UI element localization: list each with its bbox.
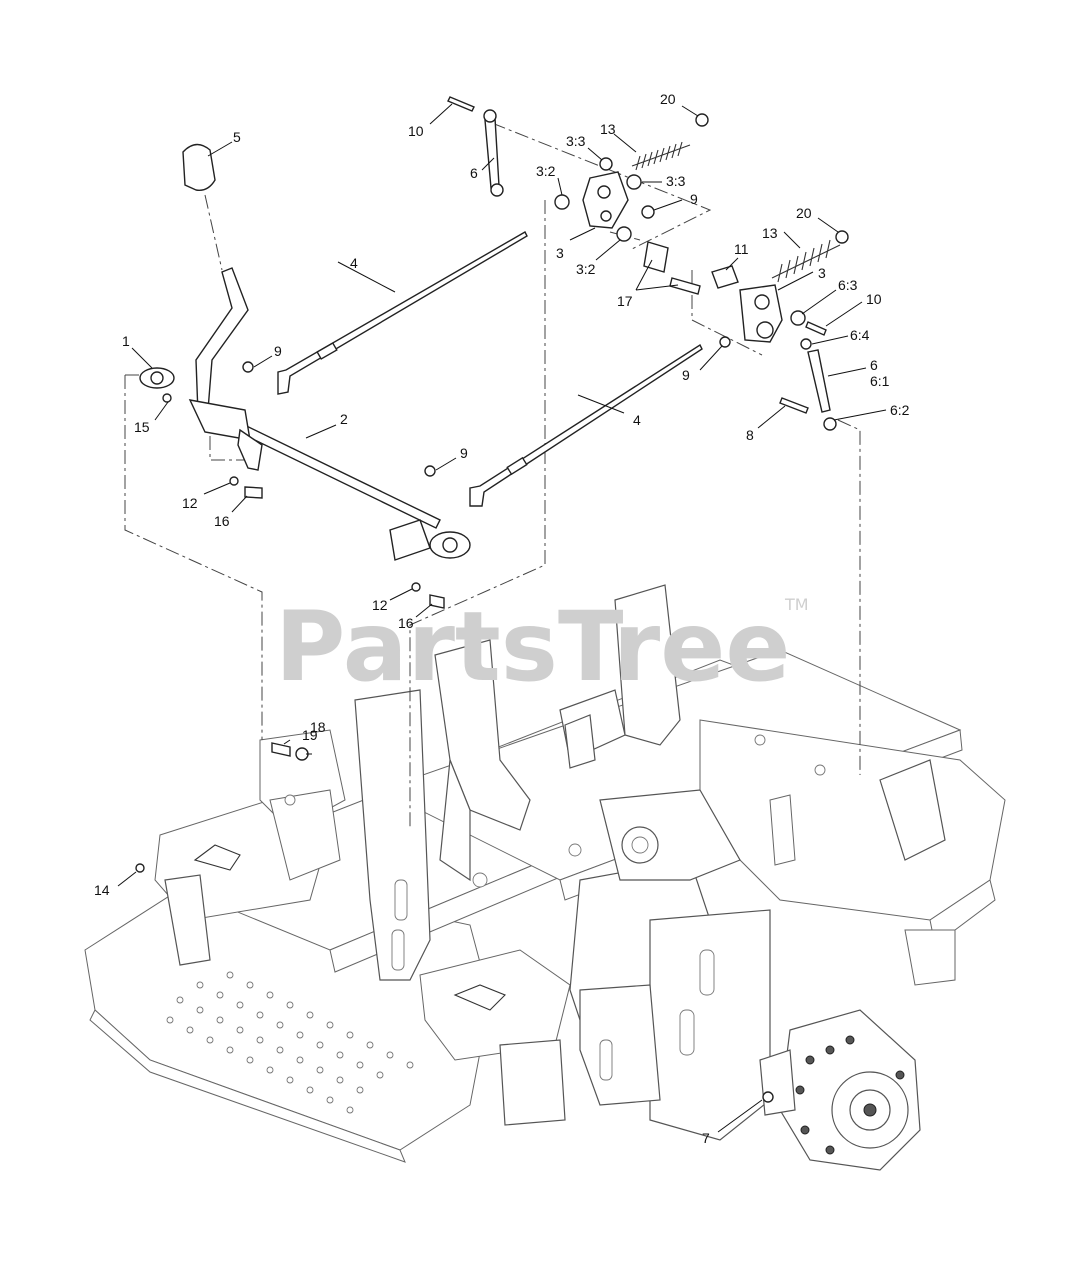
callout-9-upper: 9 <box>690 191 698 207</box>
nut-9-left-lower <box>424 465 436 477</box>
bushing-6-4 <box>800 338 812 350</box>
callout-3-3-left: 3:3 <box>566 133 586 149</box>
bushing-11 <box>711 265 739 289</box>
callout-17: 17 <box>617 293 633 309</box>
control-rod-lower <box>469 343 703 507</box>
callout-1: 1 <box>122 333 130 349</box>
callout-15: 15 <box>134 419 150 435</box>
bolt-8 <box>779 397 809 414</box>
callout-7: 7 <box>702 1130 710 1146</box>
callout-3-2-lower: 3:2 <box>576 261 596 277</box>
damper-link-right <box>807 349 837 431</box>
callout-3-right: 3 <box>818 265 826 281</box>
pedal-pad <box>182 143 216 191</box>
linkage-parts <box>135 96 849 1103</box>
callout-12-lower: 12 <box>372 597 388 613</box>
bellcrank-upper <box>582 171 629 229</box>
nut-7 <box>762 1091 774 1103</box>
bushing-3-2-b <box>616 226 632 242</box>
watermark-trademark: TM <box>784 595 809 614</box>
callout-6-1: 6:1 <box>870 373 890 389</box>
callout-6-3: 6:3 <box>838 277 858 293</box>
callout-5: 5 <box>233 129 241 145</box>
watermark-brand: PartsTree <box>275 591 790 703</box>
bearing-flange-right <box>429 531 471 559</box>
nut-20-b <box>835 230 849 244</box>
bellcrank-right <box>739 284 783 343</box>
callout-9-left-upper: 9 <box>274 343 282 359</box>
callout-12-upper: 12 <box>182 495 198 511</box>
callout-10-right: 10 <box>866 291 882 307</box>
callout-2: 2 <box>340 411 348 427</box>
floor-plate-holes <box>166 971 414 1114</box>
nut-20-a <box>695 113 709 127</box>
callout-3-3-right: 3:3 <box>666 173 686 189</box>
nut-9-upper <box>641 205 655 219</box>
callout-6-right: 6 <box>870 357 878 373</box>
callout-13-upper: 13 <box>600 121 616 137</box>
watermark: PartsTree TM <box>275 591 809 703</box>
cross-shaft <box>225 417 441 529</box>
callout-16-lower: 16 <box>398 615 414 631</box>
bolt-10-b <box>805 321 827 336</box>
spring-upper <box>631 141 691 171</box>
callout-14: 14 <box>94 882 110 898</box>
callout-9-right: 9 <box>682 367 690 383</box>
callout-9-left-lower: 9 <box>460 445 468 461</box>
chassis-frame <box>84 584 1006 1171</box>
callout-16-upper: 16 <box>214 513 230 529</box>
bolt-16-a <box>244 486 263 499</box>
callout-3-2-upper: 3:2 <box>536 163 556 179</box>
damper-link-upper <box>483 109 504 197</box>
callout-6-upper: 6 <box>470 165 478 181</box>
callout-labels: 1 2 3 3 3:2 3:2 3:3 3:3 4 4 5 6 6 6:1 6:… <box>94 91 910 1146</box>
callout-18: 18 <box>310 719 326 735</box>
spring-right <box>771 239 841 283</box>
washer-12-b <box>411 582 421 592</box>
nut-9-left-upper <box>242 361 254 373</box>
washer-15 <box>162 393 172 403</box>
washer-12-a <box>229 476 239 486</box>
callout-4-upper: 4 <box>350 255 358 271</box>
pedal-arm <box>195 267 249 416</box>
callout-19: 19 <box>302 727 318 743</box>
rivet-14 <box>135 863 145 873</box>
callout-13-right: 13 <box>762 225 778 241</box>
bushing-3-2-a <box>554 194 570 210</box>
leader-lines <box>117 103 887 1133</box>
callout-8: 8 <box>746 427 754 443</box>
hydro-pump <box>759 1009 921 1171</box>
bushing-3-3-b <box>626 174 642 190</box>
bolt-10-a <box>447 96 475 112</box>
callout-20-right: 20 <box>796 205 812 221</box>
callout-11: 11 <box>734 241 749 257</box>
callout-20-upper: 20 <box>660 91 676 107</box>
control-rod-upper <box>277 231 528 395</box>
callout-6-4: 6:4 <box>850 327 870 343</box>
bolt-16-b <box>429 594 445 609</box>
callout-6-2: 6:2 <box>890 402 910 418</box>
bearing-flange-left <box>139 367 175 389</box>
assembly-guides <box>124 122 861 830</box>
bushing-3-3-a <box>599 157 613 171</box>
bolt-17 <box>669 277 701 295</box>
callout-10-upper: 10 <box>408 123 424 139</box>
nut-9-right <box>719 336 731 348</box>
bolt-19 <box>271 742 291 757</box>
callout-3-upper: 3 <box>556 245 564 261</box>
callout-4-lower: 4 <box>633 412 641 428</box>
bushing-6-3 <box>790 310 806 326</box>
